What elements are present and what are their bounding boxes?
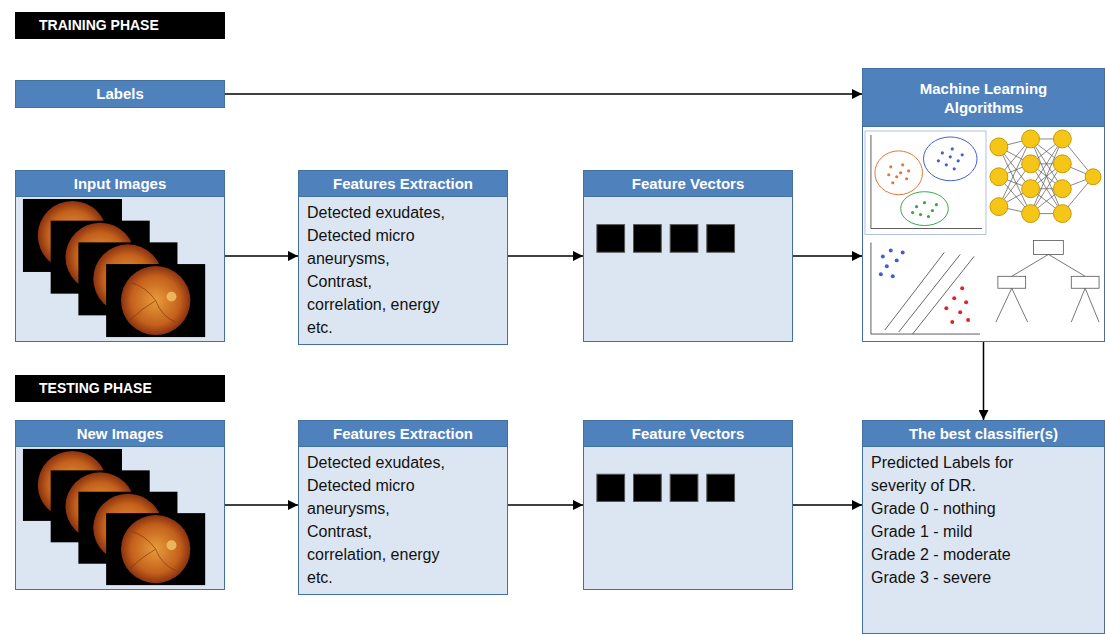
phase-label: TESTING PHASE <box>15 375 225 402</box>
box-heading: Labels <box>96 84 144 103</box>
box-body: Detected exudates, Detected micro aneury… <box>299 447 507 594</box>
box-heading: TRAINING PHASE <box>39 16 159 35</box>
process-box: Input Images <box>15 170 225 342</box>
header-bar: New Images <box>16 421 224 447</box>
feature-vector-squares <box>584 447 792 589</box>
box-text: Predicted Labels for severity of DR. <box>871 451 1046 497</box>
box-heading: Machine Learning Algorithms <box>899 79 1069 117</box>
process-box: The best classifier(s) Predicted Labels f… <box>862 420 1105 634</box>
process-box: New Images <box>15 420 225 590</box>
ml-illustration <box>863 127 1104 341</box>
box-heading: The best classifier(s) <box>909 424 1058 443</box>
box-heading: Input Images <box>74 174 167 193</box>
box-heading: Feature Vectors <box>632 424 745 443</box>
process-box: Feature Vectors <box>583 420 793 590</box>
header-bar: Feature Vectors <box>584 421 792 447</box>
box-heading: TESTING PHASE <box>39 379 152 398</box>
arrow-connector <box>793 504 862 506</box>
header-bar: Input Images <box>16 171 224 197</box>
box-body <box>584 447 792 589</box>
phase-label: TRAINING PHASE <box>15 12 225 39</box>
arrow-connector <box>225 504 298 506</box>
box-body <box>584 197 792 341</box>
header-bar: TESTING PHASE <box>15 375 225 402</box>
box-text: Detected exudates, Detected micro aneury… <box>307 451 453 589</box>
arrow-connector <box>225 93 862 95</box>
arrow-connector <box>793 255 862 257</box>
box-body <box>16 447 224 589</box>
box-body <box>16 197 224 341</box>
header-bar: TRAINING PHASE <box>15 12 225 39</box>
process-box: Features ExtractionDetected exudates, De… <box>298 170 508 345</box>
box-text: Grade 3 - severe <box>871 566 1046 589</box>
box-heading: Features Extraction <box>333 424 473 443</box>
box-body: Predicted Labels for severity of DR.Grad… <box>863 447 1104 633</box>
feature-vector-squares <box>584 197 792 341</box>
box-text: Grade 1 - mild <box>871 520 1046 543</box>
label-box: Labels <box>15 80 225 108</box>
process-box: Machine Learning Algorithms <box>862 68 1105 342</box>
box-heading: Feature Vectors <box>632 174 745 193</box>
arrow-connector <box>225 255 298 257</box>
process-box: Features ExtractionDetected exudates, De… <box>298 420 508 595</box>
process-box: Feature Vectors <box>583 170 793 342</box>
header-bar: Machine Learning Algorithms <box>863 69 1104 127</box>
arrow-connector <box>983 342 985 420</box>
box-body: Detected exudates, Detected micro aneury… <box>299 197 507 344</box>
fundus-illustration <box>16 197 224 341</box>
header-bar: Feature Vectors <box>584 171 792 197</box>
arrow-connector <box>508 255 583 257</box>
box-body <box>863 127 1104 341</box>
box-text: Detected exudates, Detected micro aneury… <box>307 201 453 339</box>
box-text: Grade 2 - moderate <box>871 543 1046 566</box>
box-heading: New Images <box>77 424 164 443</box>
header-bar: Features Extraction <box>299 171 507 197</box>
arrow-connector <box>508 504 583 506</box>
box-text: Grade 0 - nothing <box>871 497 1046 520</box>
box-heading: Features Extraction <box>333 174 473 193</box>
header-bar: Labels <box>16 81 224 106</box>
header-bar: Features Extraction <box>299 421 507 447</box>
fundus-illustration <box>16 447 224 589</box>
header-bar: The best classifier(s) <box>863 421 1104 447</box>
